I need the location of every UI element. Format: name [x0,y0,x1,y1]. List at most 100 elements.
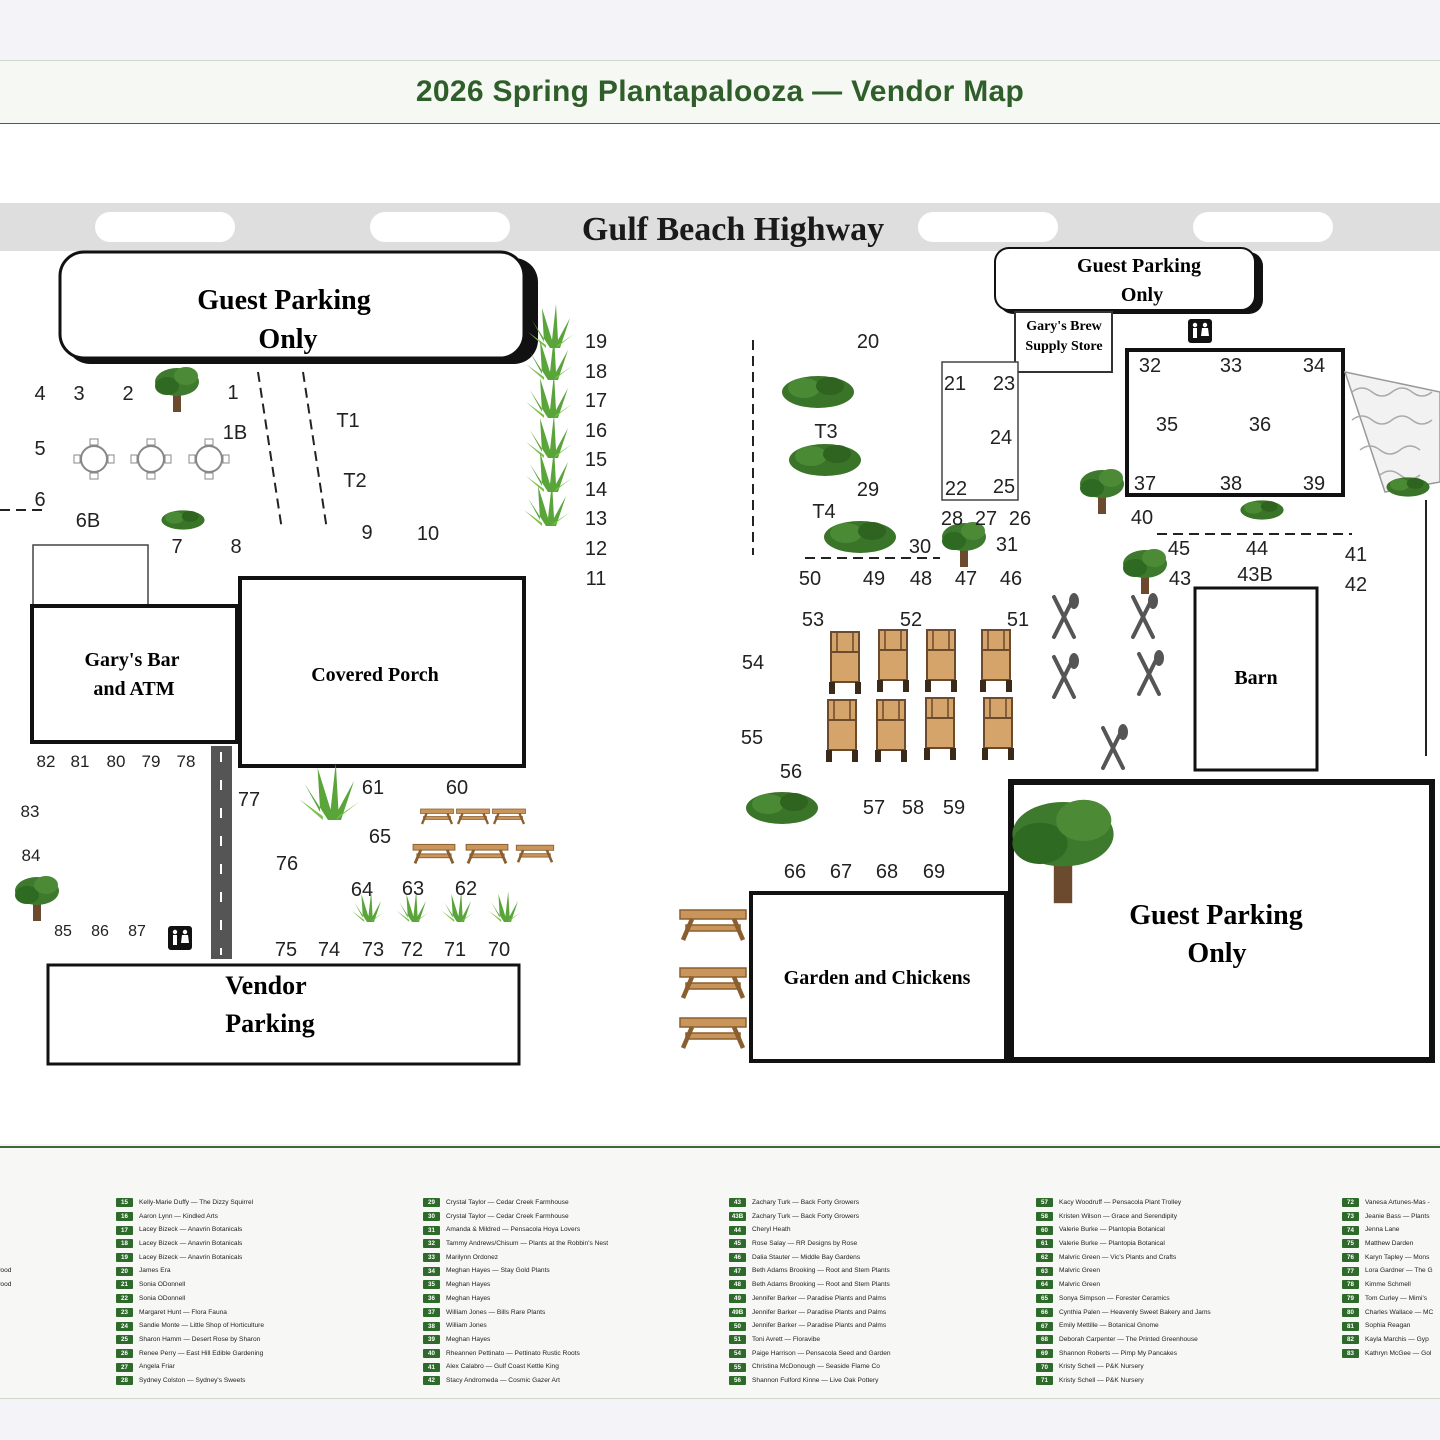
bush-icon [161,510,205,530]
legend-vendor-name: Karyn Tapley — Mons [1365,1253,1430,1261]
legend-booth-badge: 33 [423,1253,440,1263]
bush-icon [789,444,861,476]
booth-number: 1B [223,422,247,444]
legend-booth-badge: 44 [729,1225,746,1235]
legend-booth-badge: 40 [423,1348,440,1358]
booth-number: 29 [857,479,879,501]
legend-booth-badge: 68 [1036,1335,1053,1345]
legend-vendor-name: Zachary Turk — Back Forty Growers [752,1199,859,1206]
booth-number: 56 [780,761,802,783]
booth-number: 83 [21,802,40,821]
legend-vendor-name: Jeanie Bass — Plants [1365,1212,1430,1220]
legend-vendor-name: Crystal Taylor — Cedar Creek Farmhouse [446,1199,569,1206]
legend-vendor-name: Aaron Lynn — Kindled Arts [139,1212,218,1220]
booth-number: 43B [1237,564,1273,586]
legend-vendor-name: Valerie Burke — Plantopia Botanical [1059,1240,1165,1248]
booth-number: 66 [784,861,806,883]
booth-number: 84 [22,846,41,865]
booth-number: 33 [1220,355,1242,377]
legend-booth-badge: 17 [116,1225,133,1235]
legend-vendor-name: Stacy Andromeda — Cosmic Gazer Art [446,1376,560,1384]
booth-number: 58 [902,797,924,819]
bar-line2: and ATM [93,678,174,700]
legend-booth-badge: 23 [116,1307,133,1317]
booth-number: 30 [909,536,931,558]
legend-vendor-name: Emily Mettille — Botanical Gnome [1059,1322,1159,1330]
booth-number: 81 [71,752,90,771]
booth-number: 20 [857,331,879,353]
booth-number: 11 [586,568,607,590]
grass-row [351,891,521,922]
booth-number: 10 [417,523,439,545]
legend-vendor-name: Sharon Hamm — Desert Rose by Sharon [139,1335,261,1343]
booth-number: 80 [107,752,126,771]
legend-vendor-name: Lacey Bizeck — Anavrin Botanicals [139,1226,243,1234]
legend-booth-badge: 60 [1036,1225,1053,1235]
map-canvas: Gulf Beach Highway Guest Parking Only Gu… [0,203,1440,1066]
legend-vendor-name: Kacy Woodruff — Pensacola Plant Trolley [1059,1199,1182,1206]
booth-number: 63 [402,878,424,900]
legend-booth-badge: 63 [1036,1266,1053,1276]
legend-booth-badge: 22 [116,1294,133,1304]
legend-vendor-name: Rose Salay — RR Designs by Rose [752,1240,858,1248]
legend-vendor-name: Kathryn McGee — Gol [1365,1349,1432,1357]
legend-vendor-name: Deborah Carpenter — The Printed Greenhou… [1059,1335,1198,1343]
food-icon [1137,648,1166,696]
booth-number: 6B [76,510,100,532]
food-icon [1052,591,1081,639]
legend-vendor-name: Tom Curley — Mimi's [1365,1294,1428,1302]
booth-number: T2 [343,470,366,492]
legend-booth-badge: 41 [423,1362,440,1372]
legend-booth-badge: 16 [116,1212,133,1222]
legend-booth-badge: 57 [1036,1198,1053,1208]
booth-number: 69 [923,861,945,883]
legend-booth-badge: 66 [1036,1307,1053,1317]
booth-number: 38 [1220,473,1242,495]
vendor-parking-line1: Vendor [225,971,306,1000]
legend-booth-badge: 72 [1342,1198,1359,1208]
legend-booth-badge: 49B [729,1307,746,1317]
legend-vendor-name: Toni Avrett — Floravibe [752,1335,821,1343]
legend-booth-badge: 82 [1342,1335,1359,1345]
booth-number: 17 [585,390,607,412]
garden-and-chickens: Garden and Chickens [749,891,1008,1063]
legend-vendor-name: Angela Friar [139,1363,175,1371]
booth-number: 24 [990,427,1012,449]
booth-number: 54 [742,652,764,674]
booth-number: 49 [863,568,885,590]
booth-number: 9 [361,522,372,544]
booth-number: 6 [34,489,45,511]
tree-icon [1080,469,1124,514]
booth-number: 62 [455,878,477,900]
legend-booth-badge: 77 [1342,1266,1359,1276]
legend-vendor-name: Zachary Turk — Back Forty Growers [752,1212,859,1220]
booth-number: 74 [318,939,340,961]
legend-booth-badge: 18 [116,1239,133,1249]
booth-number: 27 [975,508,997,530]
booth-number: 19 [585,331,607,353]
booth-number: 85 [54,923,72,940]
legend-booth-badge: 26 [116,1348,133,1358]
legend-vendor-name: Sonya Simpson — Forester Ceramics [1059,1294,1170,1302]
legend-booth-badge: 20 [116,1266,133,1276]
booth-number: 87 [128,923,146,940]
legend-vendor-name: Meghan Hayes — Stay Gold Plants [446,1267,550,1275]
stone-path [1343,370,1440,493]
